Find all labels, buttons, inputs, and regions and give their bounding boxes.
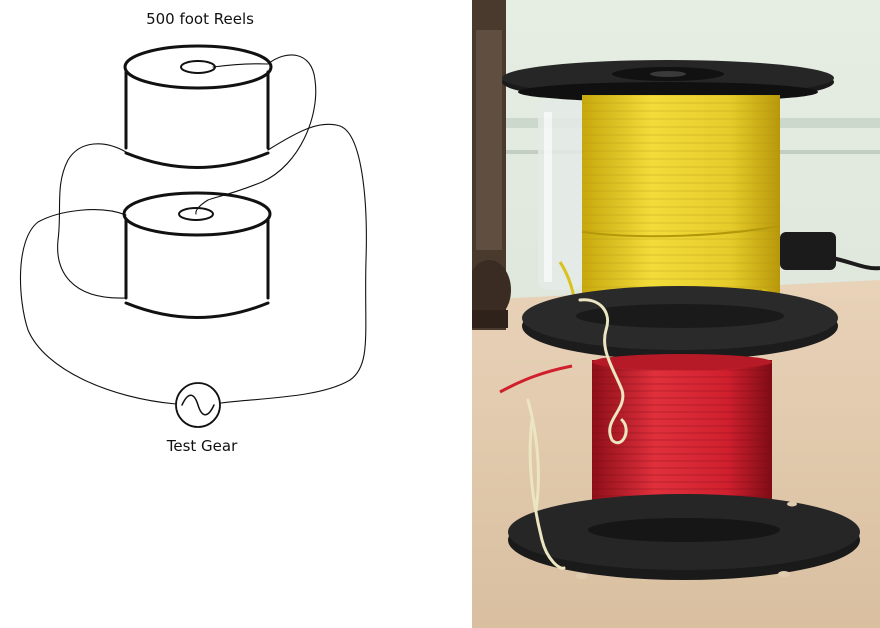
- wire-bottom-left-to-test-gear: [19, 209, 177, 405]
- photo-drawing: [472, 0, 880, 628]
- wire-top-right-to-test-gear: [220, 123, 367, 404]
- wire-top-left-to-bottom-left: [57, 143, 127, 299]
- reel-photo: [472, 0, 880, 628]
- wiring-diagram: 500 foot Reels Test Gear: [19, 10, 367, 455]
- middle-flange: [522, 286, 838, 360]
- top-reel: [123, 44, 273, 169]
- bottom-reel: [122, 191, 272, 319]
- wiring-lines: [19, 54, 367, 405]
- ac-source-icon: [175, 382, 221, 428]
- bottom-spool: [499, 354, 860, 580]
- bottom-reel-hub: [178, 207, 214, 221]
- power-adapter-background: [780, 232, 880, 271]
- diagram-drawing: [19, 44, 367, 428]
- test-gear-label: Test Gear: [166, 437, 238, 455]
- twist-ties: [526, 298, 628, 570]
- top-reel-hub: [180, 60, 216, 74]
- glass-bottle-background: [538, 100, 582, 290]
- lantern-background: [472, 0, 511, 330]
- diagram-title: 500 foot Reels: [146, 10, 254, 28]
- wire-top-to-bottom-hub: [195, 54, 317, 215]
- wire-top-inner: [212, 63, 269, 68]
